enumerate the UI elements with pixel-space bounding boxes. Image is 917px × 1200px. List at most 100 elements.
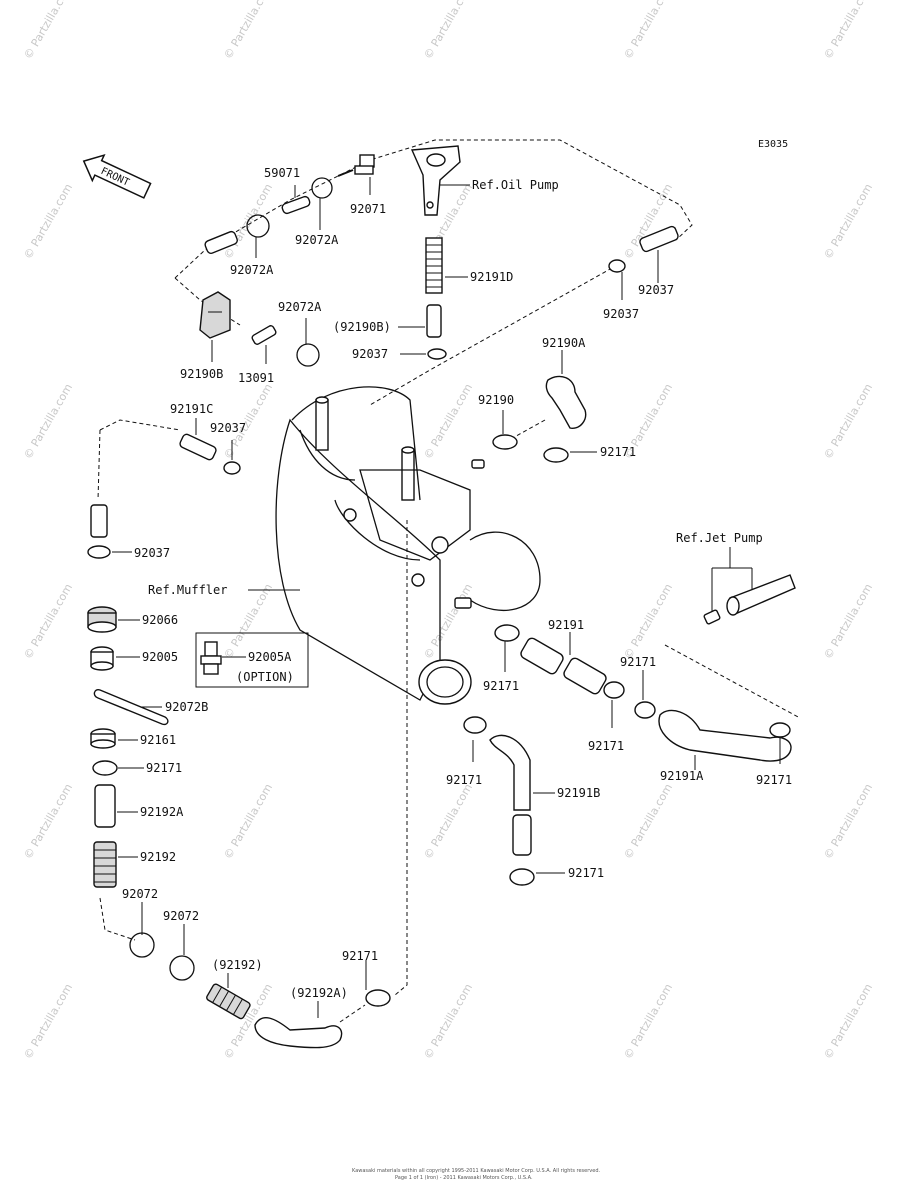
part-92190B: [639, 225, 679, 253]
part-92192-spring: [206, 983, 251, 1020]
label-92192A: 92192A: [140, 805, 184, 819]
clip-92072: [169, 955, 195, 981]
muffler-assembly: [275, 386, 541, 705]
clip-92072A: [311, 177, 333, 199]
clamp-92171: [494, 624, 520, 642]
label-92171: 92171: [483, 679, 519, 693]
part-92071-fitting: [337, 154, 375, 177]
oil-pump-bracket: [410, 145, 461, 216]
watermark: © Partzilla.com: [621, 0, 675, 62]
label-92066: 92066: [142, 613, 178, 627]
footer-page: Page 1 of 1 (Iron) - 2011 Kawasaki Motor…: [395, 1175, 533, 1181]
part-92191-hose: [520, 637, 564, 675]
hose-segment: [204, 230, 238, 254]
clamp-92171: [92, 760, 118, 776]
label-92161: 92161: [140, 733, 176, 747]
hose-routing: [97, 139, 801, 1023]
diagram-code: E3035: [758, 139, 788, 150]
label-92072: 92072: [122, 887, 158, 901]
label-92037: 92037: [210, 421, 246, 435]
footer-copyright: Kawasaki materials within all copyright …: [352, 1168, 600, 1174]
watermark: © Partzilla.com: [421, 0, 475, 62]
part-92192-spring: [93, 841, 117, 888]
watermark: © Partzilla.com: [421, 981, 475, 1061]
watermark: © Partzilla.com: [221, 781, 275, 861]
label-92171: 92171: [756, 773, 792, 787]
clamp-92171: [543, 447, 569, 463]
label-92005: 92005: [142, 650, 178, 664]
label-92191A: 92191A: [660, 769, 704, 783]
label-92191C: 13091: [238, 371, 274, 385]
label-92192-paren: (92192): [212, 958, 263, 972]
clamp-92037: [608, 259, 626, 273]
ref-jet-pump: Ref.Jet Pump: [676, 531, 763, 545]
ref-muffler: Ref.Muffler: [148, 583, 227, 597]
watermark: © Partzilla.com: [821, 981, 875, 1061]
clamp-92171: [603, 681, 625, 699]
part-59071: [281, 195, 311, 215]
label-92190B: 92037: [638, 283, 674, 297]
watermark: © Partzilla.com: [621, 781, 675, 861]
part-92191-hose: [563, 657, 607, 695]
watermark: © Partzilla.com: [21, 581, 75, 661]
part-92192A-hose: [254, 1017, 343, 1049]
watermark: © Partzilla.com: [821, 381, 875, 461]
clamp-92171: [509, 868, 535, 886]
watermark: © Partzilla.com: [221, 0, 275, 62]
label-92192: 92192: [140, 850, 176, 864]
watermark: © Partzilla.com: [21, 0, 75, 62]
label-92190B-paren: (92190B): [333, 320, 391, 334]
label-92171: 92190: [478, 393, 514, 407]
watermark: © Partzilla.com: [821, 0, 875, 62]
watermark: © Partzilla.com: [21, 181, 75, 261]
part-92161-grommet: [90, 728, 116, 749]
part-92191B-hose: [489, 734, 531, 811]
part-92005-fitting: [90, 646, 114, 671]
label-92171: 92171: [588, 739, 624, 753]
part-92072B-strap: [93, 688, 169, 726]
clamp-92171: [634, 701, 656, 719]
option-box: [195, 632, 309, 688]
part-92190B-small: [426, 304, 442, 338]
part-92191C: [251, 325, 277, 345]
label-92072A: 92072A: [295, 233, 339, 247]
watermark: © Partzilla.com: [421, 381, 475, 461]
label-13091: 92190B: [180, 367, 223, 381]
clip-92072A: [246, 214, 270, 238]
label-92072A: 92072A: [278, 300, 322, 314]
part-92192A-hose: [94, 784, 116, 828]
pipe-stub: [401, 449, 415, 501]
label-92037: 92037: [352, 347, 388, 361]
label-92191: 92191: [548, 618, 584, 632]
label-92037: 92037: [603, 307, 639, 321]
watermark: © Partzilla.com: [421, 781, 475, 861]
watermark: © Partzilla.com: [421, 581, 475, 661]
pipe-stub: [315, 399, 329, 451]
label-59071: 59071: [264, 166, 300, 180]
part-92190A: [179, 433, 217, 461]
clamp-92171: [365, 989, 391, 1007]
watermark: © Partzilla.com: [21, 381, 75, 461]
label-92190A: 92191C: [170, 402, 213, 416]
label-92192A-paren: (92192A): [290, 986, 348, 1000]
clamp-92171: [463, 716, 487, 734]
front-arrow-icon: FRONT: [82, 153, 152, 199]
part-92066-cap: [87, 606, 117, 633]
label-92191D: 92191D: [470, 270, 513, 284]
watermark: © Partzilla.com: [821, 781, 875, 861]
label-92171: 92171: [568, 866, 604, 880]
hose-segment: [90, 504, 108, 538]
watermark: © Partzilla.com: [21, 981, 75, 1061]
watermark: © Partzilla.com: [621, 981, 675, 1061]
clamp-92037: [223, 461, 241, 475]
jet-pump-fitting: [703, 574, 796, 625]
watermark: © Partzilla.com: [821, 581, 875, 661]
label-92071: 92071: [350, 202, 386, 216]
label-92171: 92171: [620, 655, 656, 669]
label-92072A: 92072A: [230, 263, 274, 277]
label-92072B: 92072B: [165, 700, 208, 714]
clamp-92037: [427, 348, 447, 360]
option-label: (OPTION): [236, 670, 294, 684]
label-92171: 92171: [342, 949, 378, 963]
